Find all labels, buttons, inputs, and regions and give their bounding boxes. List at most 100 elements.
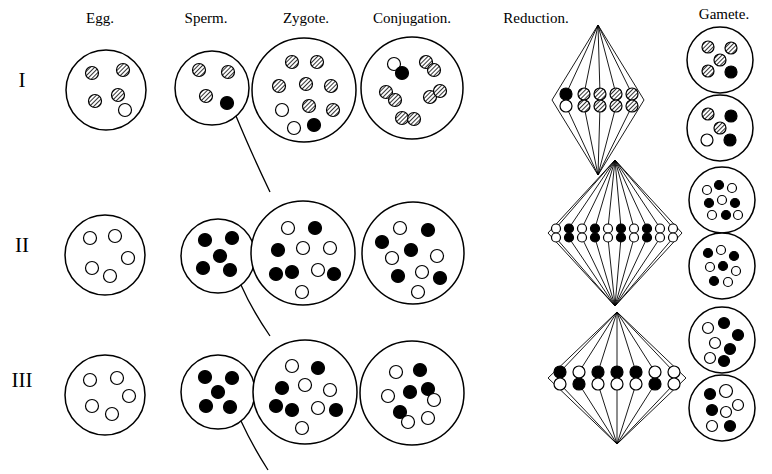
reduction-spindle xyxy=(548,312,686,444)
zygote-cell xyxy=(327,104,340,117)
reduction-spindle xyxy=(552,233,561,242)
column-heading: Conjugation. xyxy=(373,11,451,26)
reduction-spindle xyxy=(560,100,572,112)
zygote-cell xyxy=(288,122,301,135)
reduction-spindle xyxy=(573,366,585,378)
reduction-spindle xyxy=(656,233,665,242)
reduction-spindle xyxy=(617,233,626,242)
reduction-spindle xyxy=(617,224,626,233)
reduction-spindle xyxy=(598,106,600,175)
conjugation-cell xyxy=(386,252,399,265)
reduction-spindle xyxy=(615,160,660,228)
egg-cell xyxy=(104,270,117,283)
reduction-spindle xyxy=(598,25,632,94)
conjugation-cell xyxy=(434,272,447,285)
zygote-cell xyxy=(303,100,316,113)
conjugation-cell xyxy=(412,286,425,299)
conjugation-cell xyxy=(361,37,463,139)
reduction-spindle xyxy=(598,25,616,94)
reduction-spindle xyxy=(630,378,642,390)
sperm-cell xyxy=(197,262,210,275)
sperm-cell xyxy=(181,355,255,429)
sperm-cell xyxy=(226,232,239,245)
column-heading: Zygote. xyxy=(283,11,329,26)
column-heading: Reduction. xyxy=(503,11,568,26)
reduction-spindle xyxy=(554,378,566,390)
zygote-cell xyxy=(252,38,356,142)
reduction-spindle xyxy=(591,224,600,233)
gamete-cell xyxy=(701,134,713,146)
reduction-spindle xyxy=(578,100,590,112)
gamete-cell xyxy=(725,421,736,432)
zygote-cell xyxy=(324,384,337,397)
gamete-cell xyxy=(705,389,716,400)
reduction-spindle xyxy=(569,238,615,306)
egg-cell xyxy=(109,230,122,243)
reduction-spindle xyxy=(615,238,673,306)
sperm-cell xyxy=(181,355,268,470)
gamete-cell xyxy=(719,356,730,367)
gamete-cell xyxy=(710,277,719,286)
zygote-cell xyxy=(276,104,289,117)
zygote-cell xyxy=(252,38,356,142)
gamete-cell xyxy=(721,407,732,418)
conjugation-cell xyxy=(360,341,464,445)
reduction-spindle xyxy=(615,160,647,228)
conjugation-cell xyxy=(361,37,463,139)
sperm-cell xyxy=(200,400,213,413)
gamete-cell xyxy=(705,199,714,208)
gamete-cell xyxy=(720,385,733,398)
reduction-spindle xyxy=(560,312,617,372)
reduction-spindle xyxy=(669,233,678,242)
zygote-cell xyxy=(309,222,322,235)
zygote-cell xyxy=(312,402,325,415)
gamete-cell xyxy=(689,307,755,373)
reduction-spindle xyxy=(611,366,623,378)
reduction-spindle xyxy=(617,312,674,372)
reduction-spindle xyxy=(617,384,655,444)
reduction-spindle xyxy=(566,25,598,94)
conjugation-cell xyxy=(396,112,409,125)
zygote-cell xyxy=(324,242,337,255)
gamete-cell xyxy=(689,233,755,299)
reduction-spindle xyxy=(610,100,622,112)
gamete-cell xyxy=(687,27,753,93)
reduction-spindle xyxy=(630,233,639,242)
reduction-spindle xyxy=(548,312,686,444)
gamete-cell xyxy=(725,110,737,122)
conjugation-cell xyxy=(362,202,464,304)
reduction-spindle xyxy=(630,366,642,378)
conjugation-cell xyxy=(422,412,435,425)
zygote-cell xyxy=(276,382,289,395)
gamete-cell xyxy=(705,353,716,364)
reduction-spindle xyxy=(579,384,617,444)
conjugation-cell xyxy=(416,266,429,279)
conjugation-cell xyxy=(405,244,418,257)
zygote-cell xyxy=(296,286,309,299)
conjugation-cell xyxy=(392,270,405,283)
conjugation-cell xyxy=(389,94,402,107)
egg-cell xyxy=(122,252,135,265)
gamete-cell xyxy=(733,330,744,341)
reduction-spindle xyxy=(560,384,617,444)
gamete-cell xyxy=(719,262,728,271)
egg-cell xyxy=(123,390,136,403)
conjugation-cell xyxy=(431,250,444,263)
egg-cell xyxy=(112,89,125,102)
conjugation-cell xyxy=(390,366,403,379)
reduction-spindle xyxy=(578,88,590,100)
zygote-cell xyxy=(300,78,313,91)
gamete-cell xyxy=(732,267,741,276)
zygote-cell xyxy=(270,268,283,281)
reduction-spindle xyxy=(608,238,615,306)
gamete-cell xyxy=(687,95,753,161)
reduction-spindle xyxy=(579,312,617,372)
sperm-cell xyxy=(224,264,237,277)
reduction-spindle xyxy=(595,238,615,306)
reduction-spindle xyxy=(669,224,678,233)
egg-cell xyxy=(119,104,132,117)
reduction-spindle xyxy=(592,366,604,378)
reduction-spindle xyxy=(617,384,636,444)
conjugation-cell xyxy=(404,386,417,399)
reduction-spindle xyxy=(595,160,615,228)
